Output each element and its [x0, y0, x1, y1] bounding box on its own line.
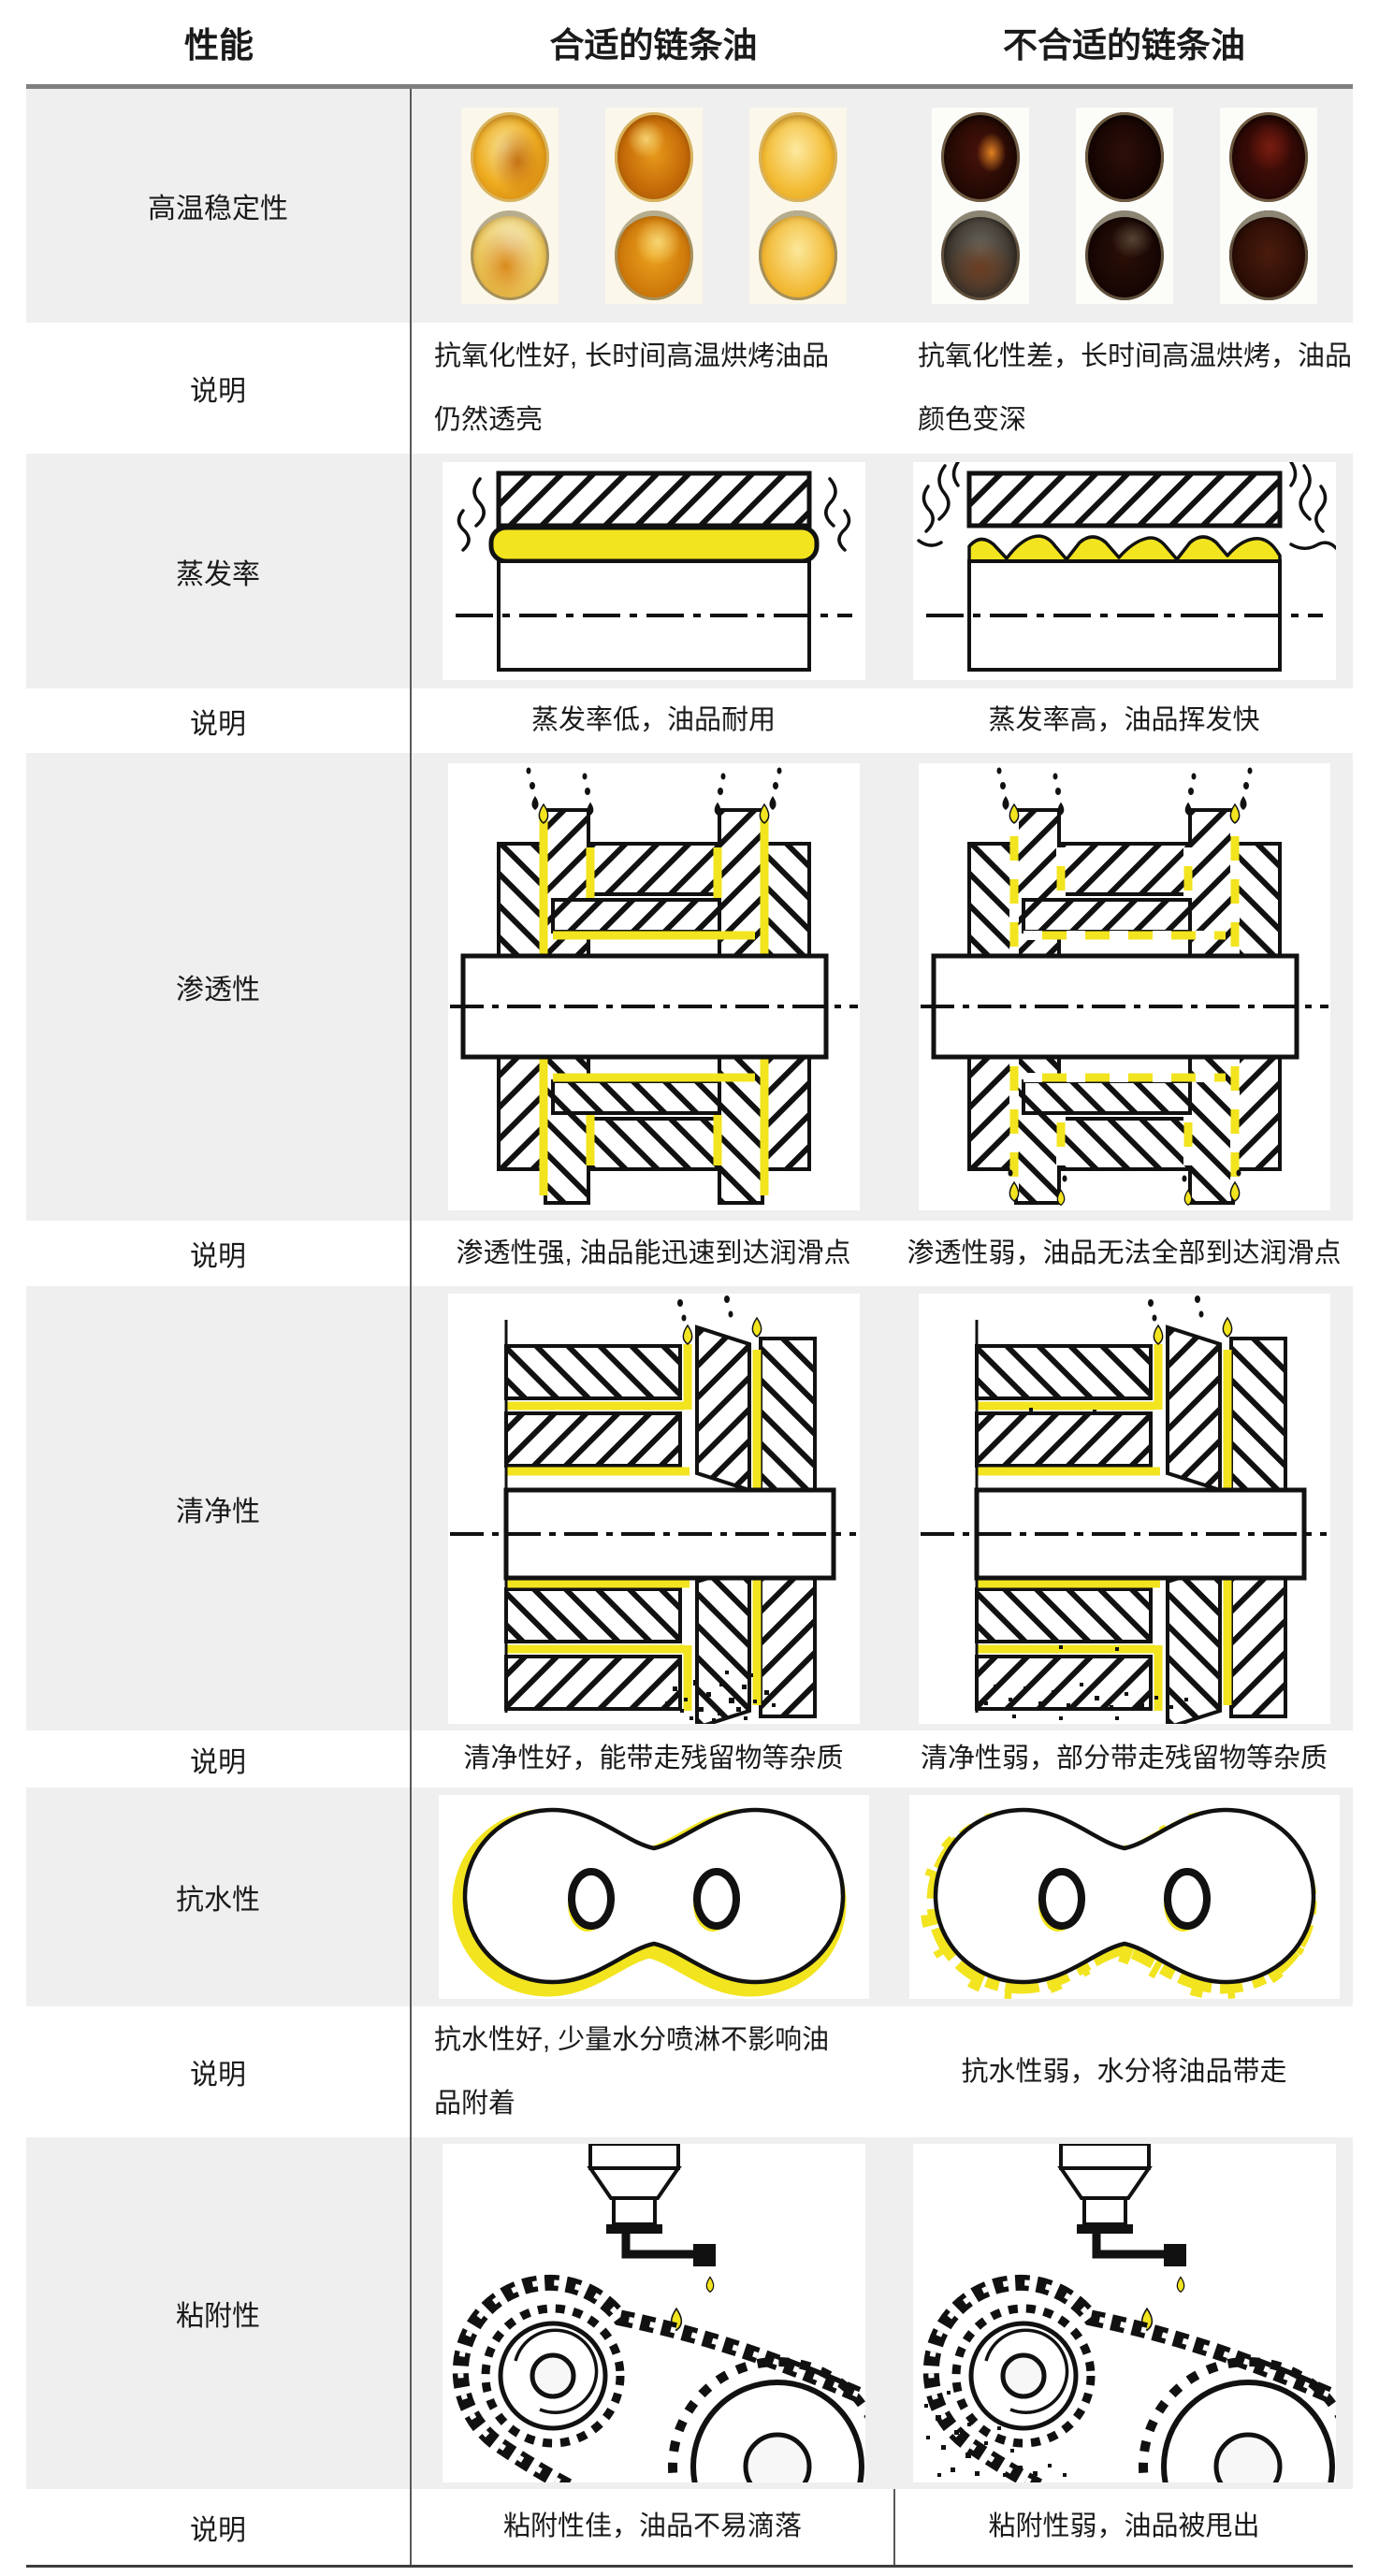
oil-cups-clear-group — [460, 108, 847, 304]
adhesion-unsuitable-note: 粘附性弱，油品被甩出 — [988, 2511, 1260, 2542]
water-suitable-note: 抗水性好, 少量水分喷淋不影响油 品附着 — [434, 2024, 830, 2119]
row-label-water: 抗水性 — [176, 1885, 260, 1916]
pin-bushing-dripping-diagram-icon — [919, 763, 1330, 1210]
thermal-unsuitable-photos — [895, 89, 1353, 323]
adhesion-suitable-note: 粘附性佳，油品不易滴落 — [502, 2511, 802, 2542]
oiler-chain-flung-oil-diagram-icon — [913, 2144, 1336, 2482]
row-adhesion-note: 说明 粘附性佳，油品不易滴落 粘附性弱，油品被甩出 — [26, 2489, 1353, 2565]
header-suitable-oil: 合适的链条油 — [549, 26, 758, 65]
row-thermal-visual: 高温稳定性 — [26, 89, 1353, 323]
note-label: 说明 — [190, 2060, 246, 2091]
joint-flushing-diagram-icon — [449, 1295, 856, 1724]
evaporation-suitable-note: 蒸发率低，油品耐用 — [530, 705, 776, 736]
row-penetration-note: 说明 渗透性强, 油品能迅速到达润滑点 渗透性弱，油品无法全部到达润滑点 — [26, 1221, 1353, 1286]
cleanliness-suitable-panel — [447, 1293, 860, 1724]
cleanliness-unsuitable-note: 清净性弱，部分带走残留物等杂质 — [920, 1744, 1328, 1774]
row-label-evaporation: 蒸发率 — [176, 558, 260, 590]
row-water-visual: 抗水性 — [26, 1787, 1353, 2006]
note-label: 说明 — [190, 1746, 246, 1778]
row-cleanliness-visual: 清净性 — [26, 1286, 1353, 1730]
adhesion-suitable-panel — [442, 2144, 865, 2482]
water-unsuitable-note: 抗水性弱，水分将油品带走 — [961, 2056, 1287, 2087]
adhesion-unsuitable-panel — [912, 2144, 1336, 2482]
table-header-row: 性能 合适的链条油 不合适的链条油 — [26, 0, 1353, 89]
penetration-unsuitable-note: 渗透性弱，油品无法全部到达润滑点 — [907, 1237, 1342, 1268]
note-label: 说明 — [190, 2514, 246, 2546]
row-label-penetration: 渗透性 — [176, 975, 260, 1006]
row-cleanliness-note: 说明 清净性好，能带走残留物等杂质 清净性弱，部分带走残留物等杂质 — [26, 1730, 1353, 1787]
oil-cup-icon — [1228, 210, 1308, 300]
evaporation-unsuitable-note: 蒸发率高，油品挥发快 — [988, 705, 1260, 736]
thermal-suitable-photos — [412, 89, 895, 323]
oil-cup-icon — [758, 111, 837, 202]
row-label-thermal: 高温稳定性 — [148, 194, 288, 224]
link-plate-washed-diagram-icon — [909, 1795, 1340, 1999]
joint-residue-diagram-icon — [919, 1294, 1330, 1724]
row-adhesion-visual: 粘附性 — [26, 2137, 1353, 2489]
uneven-oil-film-diagram-icon — [916, 462, 1336, 672]
evaporation-suitable-panel — [442, 462, 865, 680]
row-evaporation-note: 说明 蒸发率低，油品耐用 蒸发率高，油品挥发快 — [26, 688, 1353, 753]
evaporation-unsuitable-panel — [912, 462, 1336, 680]
row-penetration-visual: 渗透性 — [26, 753, 1353, 1221]
oil-cup-icon — [614, 210, 693, 300]
row-evaporation-visual: 蒸发率 — [26, 454, 1353, 688]
cleanliness-suitable-note: 清净性好，能带走残留物等杂质 — [463, 1744, 844, 1774]
oil-cup-icon — [1228, 111, 1308, 202]
oil-cup-icon — [614, 111, 693, 202]
row-thermal-note: 说明 抗氧化性好, 长时间高温烘烤油品 仍然透亮 抗氧化性差，长时间高温烘烤，油… — [26, 323, 1353, 454]
oiler-chain-sprocket-diagram-icon — [452, 2144, 865, 2482]
row-water-note: 说明 抗水性好, 少量水分喷淋不影响油 品附着 抗水性弱，水分将油品带走 — [26, 2006, 1353, 2137]
water-unsuitable-panel — [908, 1795, 1340, 1999]
debris-particles-icon — [664, 1670, 776, 1722]
header-performance: 性能 — [184, 26, 254, 65]
thermal-unsuitable-note: 抗氧化性差，长时间高温烘烤，油品 颜色变深 — [918, 340, 1353, 435]
row-label-cleanliness: 清净性 — [176, 1496, 260, 1527]
comparison-table: 性能 合适的链条油 不合适的链条油 高温稳定性 — [26, 0, 1353, 2568]
penetration-suitable-note: 渗透性强, 油品能迅速到达润滑点 — [456, 1237, 851, 1268]
header-unsuitable-oil: 不合适的链条油 — [1003, 26, 1245, 65]
cleanliness-unsuitable-panel — [918, 1293, 1330, 1724]
oil-cup-icon — [470, 210, 549, 300]
oil-cup-icon — [940, 210, 1020, 300]
oil-cup-icon — [1084, 111, 1164, 202]
water-suitable-panel — [438, 1795, 869, 1999]
note-label: 说明 — [190, 708, 246, 740]
link-plate-coated-diagram-icon — [439, 1795, 869, 1999]
note-label: 说明 — [190, 1241, 246, 1272]
row-label-adhesion: 粘附性 — [176, 2301, 260, 2332]
pin-bushing-oiled-diagram-icon — [449, 767, 858, 1210]
oil-cup-icon — [1084, 210, 1164, 300]
note-label: 说明 — [190, 376, 246, 407]
penetration-unsuitable-panel — [918, 763, 1330, 1210]
oil-cups-dark-group — [931, 108, 1317, 304]
oil-cup-icon — [470, 111, 549, 202]
even-oil-film-diagram-icon — [455, 470, 852, 672]
penetration-suitable-panel — [447, 763, 860, 1210]
oil-cup-icon — [758, 210, 837, 300]
oil-cup-icon — [940, 111, 1020, 202]
thermal-suitable-note: 抗氧化性好, 长时间高温烘烤油品 仍然透亮 — [434, 340, 830, 435]
